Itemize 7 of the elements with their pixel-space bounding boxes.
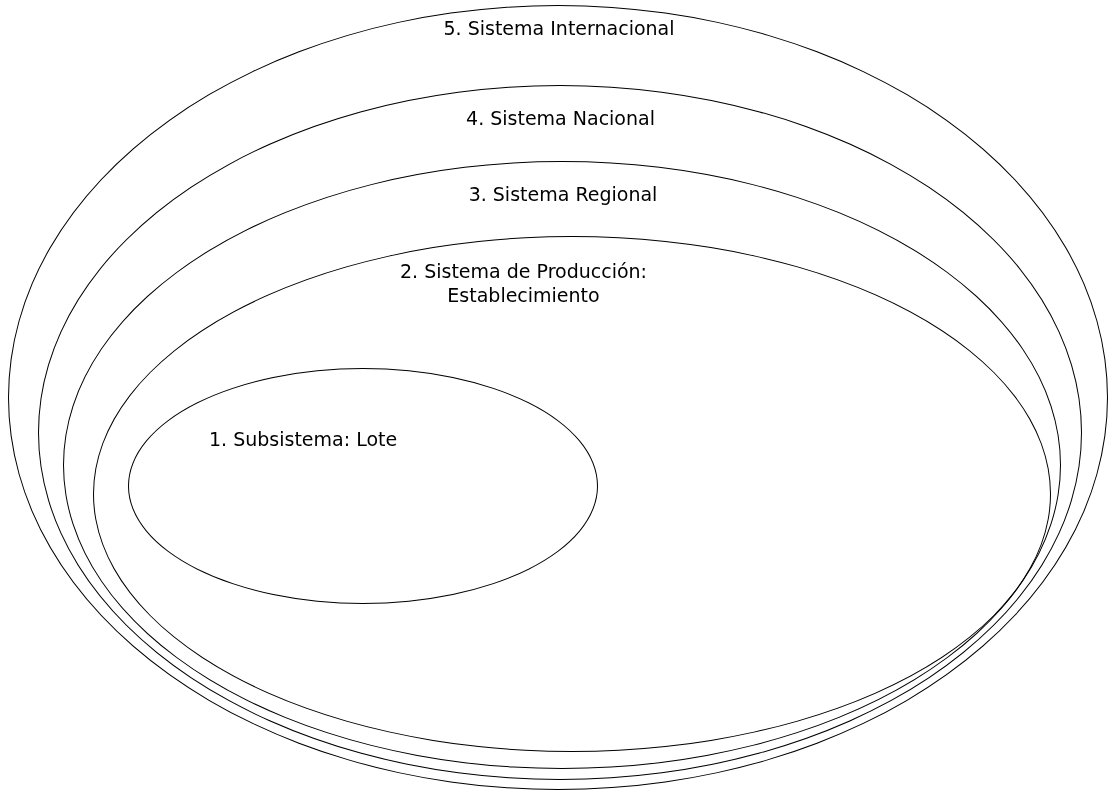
ellipse-label: 5. Sistema Internacional bbox=[442, 16, 676, 41]
ellipse-label: 4. Sistema Nacional bbox=[465, 105, 656, 131]
ellipse-label: 1. Subsistema: Lote bbox=[209, 427, 399, 452]
ellipse-label: 3. Sistema Regional bbox=[467, 182, 659, 207]
ellipse-label: 2. Sistema de Producción: Establecimiento bbox=[399, 258, 648, 308]
ellipse bbox=[8, 5, 1108, 790]
ellipse bbox=[37, 84, 1082, 780]
